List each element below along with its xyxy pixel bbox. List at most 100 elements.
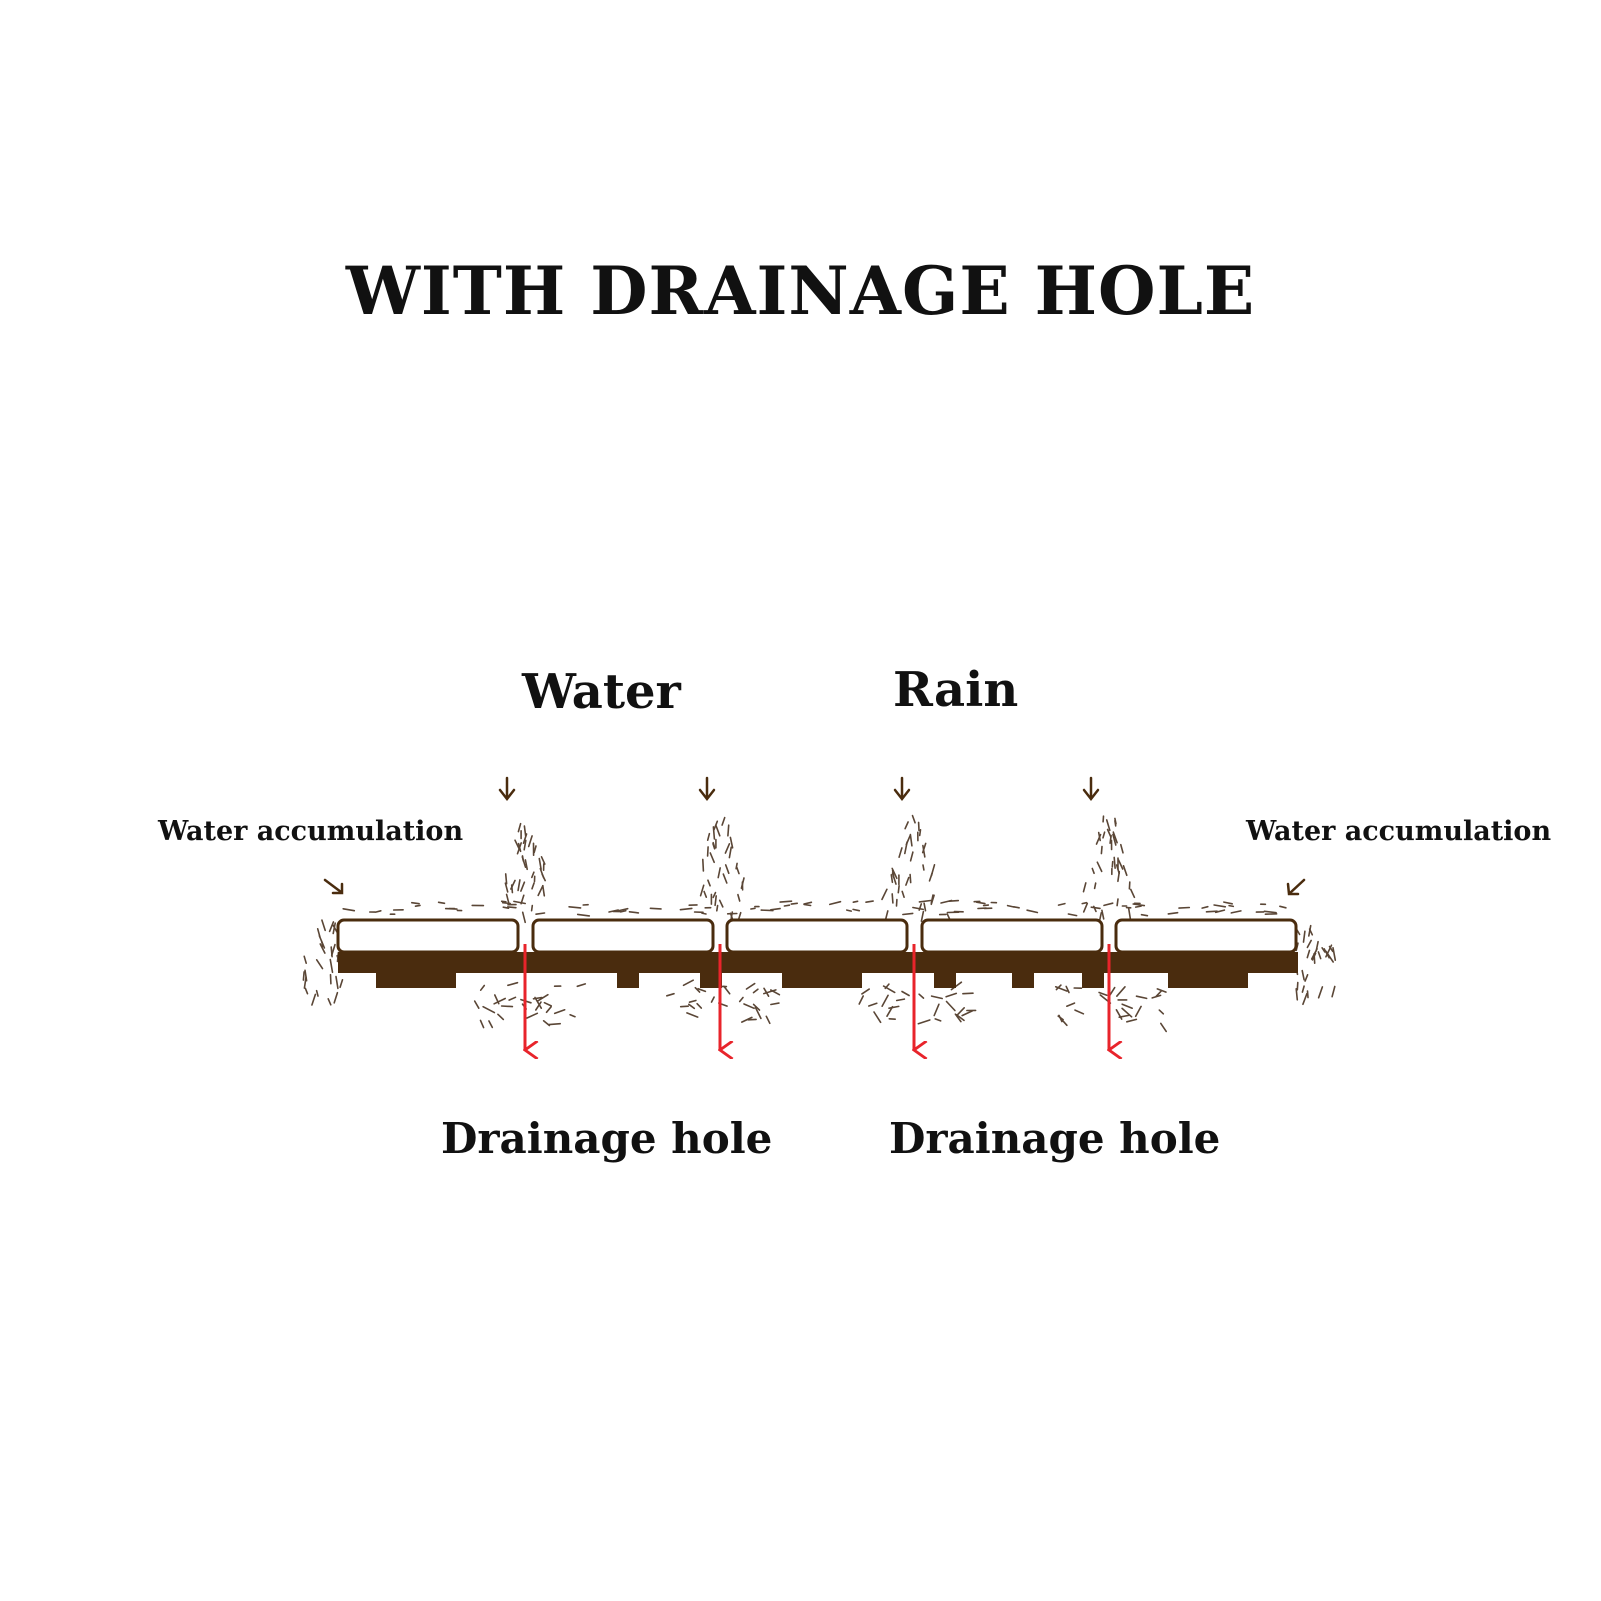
water-splash-dash [867,1002,878,1007]
water-splash-dash [1315,940,1319,952]
water-splash-dash [1103,902,1114,907]
water-splash-dash [533,845,537,854]
base-foot [700,972,722,988]
rain-arrow [498,776,516,802]
water-splash-dash [1325,944,1333,958]
water-splash-dash [1057,902,1066,906]
water-splash-dash [722,873,728,884]
water-splash-dash [1130,888,1136,899]
water-splash-dash [752,1003,761,1011]
water-splash-dash [523,825,527,838]
water-splash-dash [898,847,903,859]
deck-tile [725,918,909,954]
water-splash-dash [679,1005,690,1008]
water-splash-dash [1067,913,1078,917]
water-splash-dash [852,900,859,904]
water-splash-dash [1201,905,1209,909]
water-splash-dash [920,910,925,923]
water-splash-dash [500,1005,514,1008]
water-splash-dash [912,906,925,911]
base-foot [782,972,862,988]
water-splash-dash [1306,939,1312,949]
water-splash-dash [328,921,335,933]
water-splash-dash [790,902,799,905]
accumulation-arrow-right [1286,878,1306,896]
water-splash-dash [933,1003,940,1017]
water-splash-dash [304,987,309,995]
water-splash-dash [1306,949,1311,959]
water-splash-dash [521,855,525,862]
water-splash-dash [714,895,718,907]
water-splash-dash [1302,930,1306,943]
water-splash-dash [619,909,627,913]
water-splash-dash [521,911,527,924]
water-splash-dash [902,912,914,916]
water-splash-dash [342,907,356,912]
water-splash-dash [723,985,731,995]
water-splash-dash [1121,1003,1133,1010]
rain-arrow [893,776,911,802]
water-splash-dash [745,982,756,990]
water-splash-dash [1112,833,1117,846]
base-foot [376,972,456,988]
water-splash-dash [330,943,336,957]
water-splash-dash [1331,985,1336,998]
water-splash-dash [750,907,756,910]
water-splash-dash [1082,882,1087,893]
water-splash-dash [1151,994,1162,999]
water-splash-dash [921,842,927,854]
water-splash-dash [504,882,509,893]
water-splash-dash [1116,985,1126,998]
water-splash-dash [956,1006,966,1016]
water-splash-dash [536,993,549,1002]
water-splash-dash [504,873,508,885]
water-splash-dash [715,904,719,912]
deck-tile [336,918,520,954]
water-splash-dash [917,1019,931,1025]
water-splash-dash [779,900,793,903]
water-splash-dash [712,826,716,840]
water-splash-dash [736,866,740,875]
water-splash-dash [522,833,528,845]
water-splash-dash [333,991,339,1004]
drainage-arrows [525,944,1109,1050]
water-splash-dash [540,855,546,865]
water-splash-dash [738,996,744,1003]
water-splash-dash [861,988,871,995]
water-splash-dash [1091,867,1095,875]
water-splash-dash [895,998,906,1002]
water-splash-dash [506,906,517,909]
water-splash-dash [530,904,534,912]
water-splash-dash [1090,906,1101,910]
water-splash-dash [954,1013,962,1023]
water-splash-layer [302,814,1337,1033]
water-splash-dash [710,996,715,1003]
accumulation-arrows [323,878,1306,896]
water-splash-dash [553,1008,566,1015]
water-splash-dash [1116,898,1119,907]
water-splash-dash [1058,1014,1063,1023]
water-splash-dash [537,884,544,897]
base-foot [617,972,639,988]
water-splash-dash [311,993,317,1006]
water-splash-dash [1113,856,1116,870]
water-splash-dash [888,1005,900,1010]
water-splash-dash [303,976,307,989]
water-splash-dash [302,971,305,981]
water-splash-dash [541,884,546,897]
water-splash-dash [769,907,781,911]
base-feet [376,972,1248,988]
water-splash-dash [891,869,895,879]
water-splash-dash [982,904,990,907]
water-splash-dash [721,816,726,826]
water-splash-dash [901,990,910,997]
water-splash-dash [1120,843,1124,854]
water-splash-dash [934,1018,942,1022]
water-splash-dash [1317,951,1322,960]
water-splash-dash [524,859,529,871]
water-splash-dash [760,909,774,912]
water-splash-dash [542,1019,551,1027]
water-splash-dash [905,834,912,846]
water-splash-dash [1332,946,1337,962]
